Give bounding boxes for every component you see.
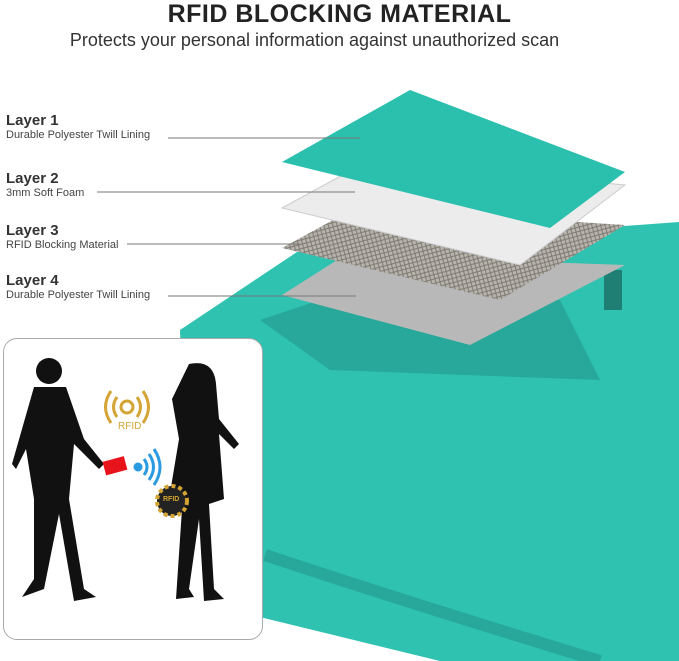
woman-silhouette	[169, 363, 239, 601]
man-silhouette	[12, 358, 104, 601]
pouch-body	[180, 222, 679, 661]
page-subtitle: Protects your personal information again…	[69, 30, 560, 50]
page-title: RFID BLOCKING MATERIAL	[167, 0, 512, 28]
layer-1-label: Layer 1 Durable Polyester Twill Lining	[6, 112, 151, 141]
layer-2-label: Layer 2 3mm Soft Foam	[6, 170, 85, 199]
badge-label: RFID	[163, 496, 180, 503]
red-card	[102, 456, 128, 476]
wifi-signal-icon	[133, 448, 162, 486]
brand-tag	[604, 270, 622, 310]
layer-3-label: Layer 3 RFID Blocking Material	[6, 222, 119, 251]
layer-1-sheet	[282, 90, 625, 228]
layer-4-sheet	[282, 255, 625, 345]
rfid-scenario-panel	[3, 338, 263, 640]
pouch-strap	[263, 549, 602, 661]
rfid-signal-icon	[104, 390, 150, 424]
rfid-label: RFID	[118, 421, 142, 432]
layer-4-label: Layer 4 Durable Polyester Twill Lining	[6, 272, 151, 301]
rfid-blocking-badge	[155, 484, 189, 518]
